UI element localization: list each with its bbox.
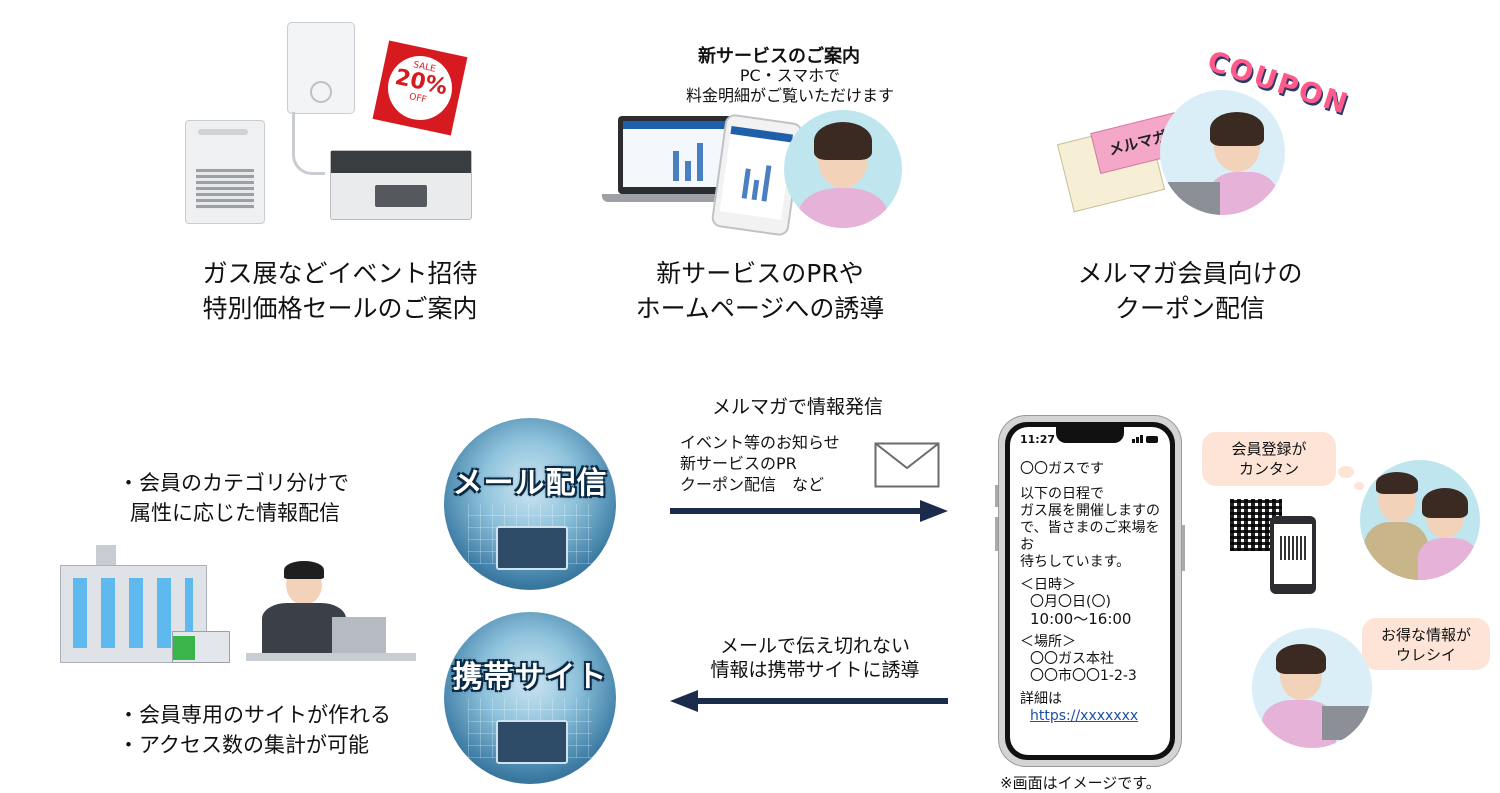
woman-reading-avatar — [1252, 628, 1372, 748]
signal-battery-icon — [1132, 435, 1158, 443]
message-sender: 〇〇ガスです — [1020, 461, 1104, 477]
new-service-heading: 新サービスのご案内 — [698, 46, 860, 67]
phone-status-time: 11:27 — [1020, 433, 1056, 446]
woman-at-laptop-avatar — [1160, 90, 1285, 215]
message-place-label: ＜場所＞ — [1020, 634, 1076, 650]
flow-bottom-line2: 情報は携帯サイトに誘導 — [710, 659, 920, 681]
water-heater-image — [287, 22, 355, 114]
message-date-label: ＜日時＞ — [1020, 577, 1076, 593]
message-body-line1: 以下の日程で — [1020, 486, 1104, 502]
office-building-illustration — [46, 545, 416, 665]
gas-stove-image — [330, 150, 472, 220]
caption-event-sale-line2: 特別価格セールのご案内 — [202, 294, 478, 323]
new-service-sub-line1: PC・スマホで — [739, 66, 841, 85]
bullet-member-site: ・会員専用のサイトが作れる ・アクセス数の集計が可能 — [118, 700, 438, 760]
bubble-deal-line1: お得な情報が — [1380, 626, 1471, 644]
laptop-image — [618, 116, 736, 194]
message-details-label: 詳細は — [1020, 691, 1062, 707]
flow-bottom-text: メールで伝え切れない 情報は携帯サイトに誘導 — [690, 634, 940, 682]
bullet-category-line1: ・会員のカテゴリ分けで — [118, 471, 349, 495]
laptop-icon — [496, 720, 568, 764]
caption-event-sale: ガス展などイベント招待 特別価格セールのご案内 — [160, 256, 520, 326]
phone-message: 〇〇ガスです 以下の日程で ガス展を開催しますの で、皆さまのご来場をお 待ちし… — [1020, 461, 1168, 725]
message-place-name: 〇〇ガス本社 — [1030, 651, 1114, 667]
arrow-left-from-phone — [670, 690, 948, 712]
flow-bottom-line1: メールで伝え切れない — [719, 635, 910, 657]
caption-new-service: 新サービスのPRや ホームページへの誘導 — [590, 256, 930, 326]
bullet-category-delivery: ・会員のカテゴリ分けで 属性に応じた情報配信 — [118, 468, 418, 528]
mail-delivery-badge: メール配信 — [444, 418, 616, 590]
new-service-subtext: PC・スマホで 料金明細がご覧いただけます — [660, 66, 920, 106]
mobile-site-badge: 携帯サイト — [444, 612, 616, 784]
phone-notch — [1056, 427, 1124, 443]
gas-appliances-illustration: SALE 20% OFF — [180, 20, 480, 225]
fan-heater-image — [185, 120, 265, 224]
bullet-category-line2: 属性に応じた情報配信 — [130, 501, 340, 525]
message-details-link[interactable]: https://xxxxxxx — [1030, 708, 1139, 724]
message-body-line4: 待ちしています。 — [1020, 554, 1131, 570]
phone-scanning-qr — [1270, 516, 1316, 594]
mail-envelope-icon — [874, 442, 940, 488]
caption-new-service-line1: 新サービスのPRや — [656, 259, 864, 288]
caption-event-sale-line1: ガス展などイベント招待 — [202, 259, 478, 288]
couple-avatar — [1360, 460, 1480, 580]
bubble-register-line1: 会員登録が — [1231, 440, 1307, 458]
newsletter-coupon-illustration: COUPON メルマガ — [1056, 44, 1353, 230]
caption-new-service-line2: ホームページへの誘導 — [635, 294, 885, 323]
new-service-sub-line2: 料金明細がご覧いただけます — [685, 86, 894, 105]
bubble-deal-line2: ウレシイ — [1395, 646, 1456, 664]
bullet-member-site-line1: ・会員専用のサイトが作れる — [118, 703, 391, 727]
woman-with-phone-avatar — [784, 110, 902, 228]
message-time-value: 10:00〜16:00 — [1030, 610, 1132, 628]
laptop-phone-illustration — [600, 108, 902, 237]
flow-top-list-line1: イベント等のお知らせ — [680, 433, 840, 452]
message-date-value: 〇月〇日(〇) — [1030, 594, 1111, 610]
caption-coupon: メルマガ会員向けの クーポン配信 — [1030, 256, 1350, 326]
message-body-line2: ガス展を開催しますの — [1020, 503, 1160, 519]
flow-top-list: イベント等のお知らせ 新サービスのPR クーポン配信 など — [680, 432, 870, 495]
laptop-icon — [496, 526, 568, 570]
phone-footnote: ※画面はイメージです。 — [1000, 774, 1161, 792]
delivery-truck-image — [172, 631, 230, 663]
message-place-address: 〇〇市〇〇1-2-3 — [1030, 668, 1137, 684]
sale-tag: SALE 20% OFF — [372, 40, 468, 136]
bullet-member-site-line2: ・アクセス数の集計が可能 — [118, 733, 369, 757]
bubble-easy-registration: 会員登録が カンタン — [1202, 432, 1336, 486]
bubble-register-line2: カンタン — [1238, 460, 1299, 478]
bubble-great-deals: お得な情報が ウレシイ — [1362, 618, 1490, 670]
smartphone-mockup: 11:27 〇〇ガスです 以下の日程で ガス展を開催しますの で、皆さまのご来場… — [995, 415, 1185, 767]
message-body-line3: で、皆さまのご来場をお — [1020, 520, 1160, 553]
flow-top-list-line3: クーポン配信 など — [680, 475, 825, 494]
flow-top-title: メルマガで情報発信 — [712, 396, 884, 418]
mobile-site-label: 携帯サイト — [452, 660, 608, 695]
arrow-right-to-phone — [670, 500, 948, 522]
flow-top-list-line2: 新サービスのPR — [680, 454, 797, 473]
caption-coupon-line1: メルマガ会員向けの — [1077, 259, 1303, 288]
businessman-image — [246, 561, 416, 661]
phone-screen: 11:27 〇〇ガスです 以下の日程で ガス展を開催しますの で、皆さまのご来場… — [1010, 427, 1170, 755]
mail-delivery-label: メール配信 — [452, 466, 608, 501]
caption-coupon-line2: クーポン配信 — [1114, 294, 1265, 323]
